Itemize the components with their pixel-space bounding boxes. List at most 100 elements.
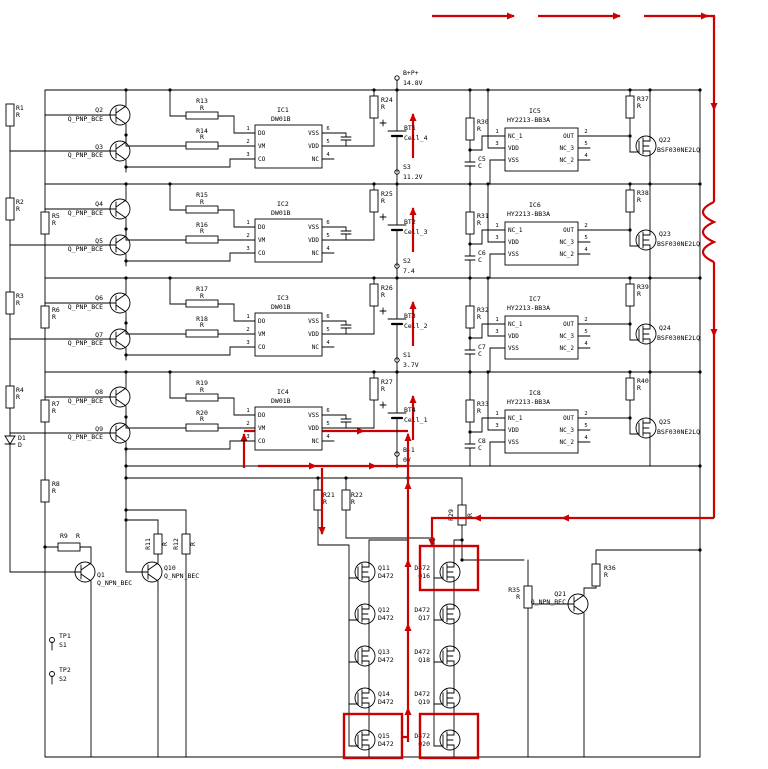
- ref-label: R1: [16, 104, 24, 112]
- pin-name: OUT: [563, 227, 574, 234]
- value-label: R: [52, 407, 56, 415]
- value-label: D472: [378, 698, 394, 706]
- cell-row: S3 11.2V R2 R Q4 Q_PNP_BCE Q5 Q_PNP_BCE …: [5, 163, 702, 279]
- pin-name: OUT: [563, 133, 574, 140]
- capacitor-icon: [340, 418, 352, 423]
- value-label: D472: [414, 648, 430, 656]
- pin-number: 3: [246, 340, 249, 346]
- ref-label: D1: [18, 434, 26, 442]
- value-label: R: [477, 407, 481, 415]
- ref-label: R30: [477, 118, 489, 126]
- resistor: [185, 299, 219, 308]
- value-label: R: [351, 498, 355, 506]
- pin-name: NC_1: [508, 227, 523, 234]
- mosfet-icon: [348, 723, 376, 757]
- value-label: D472: [378, 572, 394, 580]
- pnp-transistor-icon: [105, 416, 131, 450]
- pin-number: 4: [326, 434, 330, 440]
- ref-label: R12: [172, 538, 180, 550]
- mosfet-icon: [629, 411, 657, 445]
- ic-value: DW01B: [271, 303, 291, 311]
- terminal-voltage: 11.2V: [403, 173, 423, 181]
- highlight-box-q16: [418, 544, 480, 592]
- pin-number: 5: [584, 329, 587, 335]
- ref-label: R29: [447, 509, 455, 521]
- terminal: [394, 263, 400, 269]
- ref-label: Q6: [95, 294, 103, 302]
- terminal-voltage: 3.7V: [403, 361, 419, 369]
- pin-number: 3: [246, 434, 249, 440]
- pin-number: 6: [326, 220, 329, 226]
- value-label: R: [52, 219, 56, 227]
- ref-label: R17: [196, 285, 208, 293]
- resistor-rail: [5, 291, 15, 315]
- resistor: [185, 423, 219, 432]
- diode-icon: [4, 435, 16, 445]
- value-label: R: [477, 313, 481, 321]
- value-label: Q_PNP_BCE: [68, 303, 103, 311]
- pin-number: 5: [326, 139, 329, 145]
- pin-name: NC: [312, 156, 320, 163]
- pin-number: 1: [246, 126, 249, 132]
- ref-label: R20: [196, 409, 208, 417]
- mosfet-icon: [629, 317, 657, 351]
- pin-name: NC_1: [508, 321, 523, 328]
- pin-number: 2: [584, 223, 587, 229]
- capacitor-icon: [340, 136, 352, 141]
- value-label: R: [200, 321, 204, 329]
- pin-name: DO: [258, 130, 266, 137]
- value-label: R: [200, 386, 204, 394]
- npn-transistor-icon: [70, 555, 96, 589]
- pin-number: 3: [246, 246, 249, 252]
- resistor: [465, 305, 475, 329]
- pin-name: VM: [258, 237, 266, 244]
- resistor-rail: [5, 103, 15, 127]
- ref-label: Q13: [378, 648, 390, 656]
- highlight-box-q15: [342, 712, 404, 760]
- pin-number: 1: [495, 317, 498, 323]
- value-label: R: [161, 542, 169, 546]
- battery-value: Cell_3: [404, 228, 428, 236]
- pin-name: VSS: [508, 157, 519, 164]
- pin-name: VSS: [308, 130, 319, 137]
- pin-number: 6: [326, 126, 329, 132]
- pin-name: VDD: [508, 333, 519, 340]
- value-label: C: [478, 444, 482, 452]
- ref-label: Q4: [95, 200, 103, 208]
- value-label: R: [381, 103, 385, 111]
- resistor: [369, 377, 379, 401]
- pin-number: 4: [584, 435, 588, 441]
- resistor: [465, 399, 475, 423]
- value-label: D472: [414, 606, 430, 614]
- ref-label: R18: [196, 315, 208, 323]
- ic-ref: IC6: [529, 201, 541, 209]
- mosfet-icon: [433, 681, 461, 715]
- ref-label: Q15: [378, 732, 390, 740]
- pin-number: 2: [246, 139, 249, 145]
- value-label: Q_PNP_BCE: [68, 339, 103, 347]
- value-label: R: [477, 125, 481, 133]
- pin-name: VDD: [308, 143, 319, 150]
- pin-number: 5: [326, 421, 329, 427]
- resistor: [591, 563, 601, 587]
- value-label: R: [52, 487, 56, 495]
- pin-name: NC_2: [560, 251, 575, 258]
- value-label: Q_NPN_BEC: [164, 572, 199, 580]
- ref-label: C6: [478, 249, 486, 257]
- value-label: R: [637, 290, 641, 298]
- ref-label: Q21: [554, 590, 566, 598]
- pin-number: 1: [246, 220, 249, 226]
- cell-row: S1 3.7V R4 R Q8 Q_PNP_BCE Q9 Q_PNP_BCE R…: [5, 351, 702, 467]
- pin-number: 3: [495, 329, 498, 335]
- pin-name: VDD: [308, 237, 319, 244]
- terminal-voltage: 14.8V: [403, 79, 423, 87]
- resistor: [625, 95, 635, 119]
- mosfet-icon: [348, 681, 376, 715]
- ic-value: DW01B: [271, 209, 291, 217]
- junction-dots: [124, 370, 702, 451]
- pin-name: VSS: [308, 318, 319, 325]
- pin-name: OUT: [563, 415, 574, 422]
- mosfet-icon: [629, 223, 657, 257]
- pin-number: 2: [246, 421, 249, 427]
